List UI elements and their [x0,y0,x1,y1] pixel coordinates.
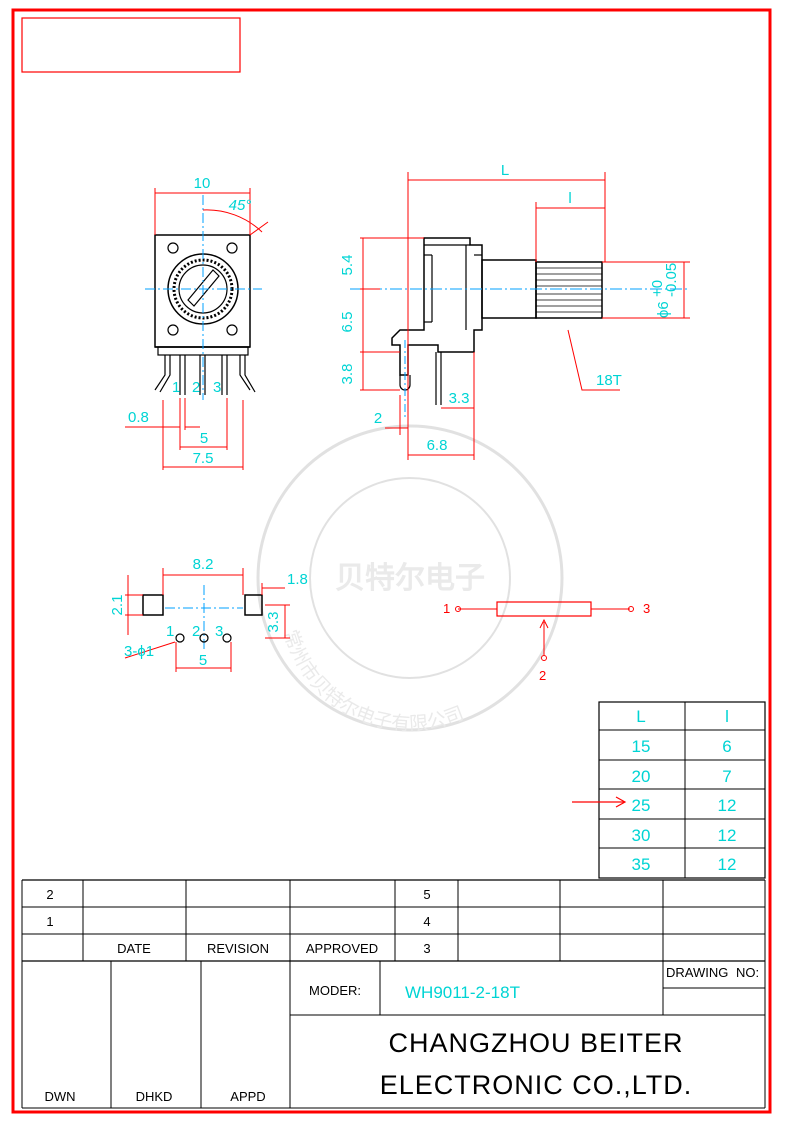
company-name-line-2: ELECTRONIC CO.,LTD. [380,1070,693,1100]
front-pin-label-3: 3 [213,379,221,396]
bottom-pin-label-2: 2 [192,623,200,640]
table-row-L: 20 [632,767,651,786]
approved-label: APPROVED [306,941,378,956]
side-view: L l 5.4 6.5 3.8 3.3 2 6.8 ϕ6 +0 -0.05 18… [339,162,690,460]
table-row-l: 6 [722,737,731,756]
front-dim-angle: 45° [229,197,252,214]
table-row-l: 12 [718,826,737,845]
model-number: WH9011-2-18T [405,983,520,1002]
selected-row-arrow-icon [572,796,627,808]
stamp-ring-text: 常州市贝特尔电子有限公司 [279,627,467,735]
front-dim-pin-span: 7.5 [193,450,214,467]
table-row-l: 7 [722,767,731,786]
side-knurl-label: 18T [596,372,622,389]
table-row-L: 35 [632,855,651,874]
side-dim-shaft: l [568,190,571,207]
table-row-L: 25 [632,796,651,815]
appd-label: APPD [230,1089,265,1104]
stamp-center-text: 贝特尔电子 [335,562,485,595]
bottom-pin-label-1: 1 [166,623,174,640]
front-dim-width: 10 [194,175,211,192]
front-dim-pin-width: 0.8 [128,409,149,426]
bottom-dim-offset: 3.3 [265,612,282,633]
side-dim-two: 2 [374,410,382,427]
table-header-L: L [636,707,645,726]
side-dim-mid: 6.5 [339,312,356,333]
table-row-l: 12 [718,796,737,815]
dwn-label: DWN [44,1089,75,1104]
side-dim-top: 5.4 [339,255,356,276]
bottom-dim-holes: 3-ϕ1 [124,643,154,660]
revision-row-1: 1 [46,914,53,929]
date-label: DATE [117,941,151,956]
front-view: 10 45° 1 2 3 0.8 5 7.5 [125,175,269,470]
bottom-view: 8.2 1.8 2.1 3.3 3-ϕ1 5 1 2 3 [109,556,308,672]
side-dim-low: 3.8 [339,364,356,385]
schematic-pin-2: 2 [539,668,546,683]
right-row-3: 3 [423,941,430,956]
no-label: NO: [736,965,759,980]
side-dim-six-eight: 6.8 [427,437,448,454]
schematic-pin-1: 1 [443,601,450,616]
side-dim-length: L [501,162,509,179]
right-row-5: 5 [423,887,430,902]
drawing-label: DRAWING [666,965,728,980]
bottom-dim-tab: 1.8 [287,571,308,588]
company-name-line-1: CHANGZHOU BEITER [388,1028,683,1058]
length-table: L l 15 6 20 7 25 12 30 12 35 12 [572,701,766,879]
bottom-pin-label-3: 3 [215,623,223,640]
revision-label: REVISION [207,941,269,956]
schematic-pin-3: 3 [643,601,650,616]
corner-box [21,17,241,73]
table-row-L: 30 [632,826,651,845]
border-frame [11,8,772,1114]
title-block: 2 1 5 4 3 DATE REVISION APPROVED MODER: … [21,879,766,1109]
revision-row-2: 2 [46,887,53,902]
schematic-symbol: 1 3 2 [443,601,650,683]
side-dim-pin-offset: 3.3 [449,390,470,407]
table-row-l: 12 [718,855,737,874]
front-dim-pin-pitch: 5 [200,430,208,447]
side-tol-upper: +0 [649,280,666,297]
side-tol-lower: -0.05 [663,263,680,297]
resistor-body [496,601,592,617]
bottom-dim-height: 2.1 [109,595,126,616]
front-pin-label-2: 2 [192,379,200,396]
table-row-L: 15 [632,737,651,756]
moder-label: MODER: [309,983,361,998]
front-pin-label-1: 1 [172,379,180,396]
right-row-4: 4 [423,914,430,929]
svg-text:常州市贝特尔电子有限公司: 常州市贝特尔电子有限公司 [279,627,467,735]
dhkd-label: DHKD [136,1089,173,1104]
bottom-dim-pitch: 5 [199,652,207,669]
table-header-l: l [725,707,729,726]
side-dim-diameter: ϕ6 [655,301,672,318]
bottom-dim-top: 8.2 [193,556,214,573]
